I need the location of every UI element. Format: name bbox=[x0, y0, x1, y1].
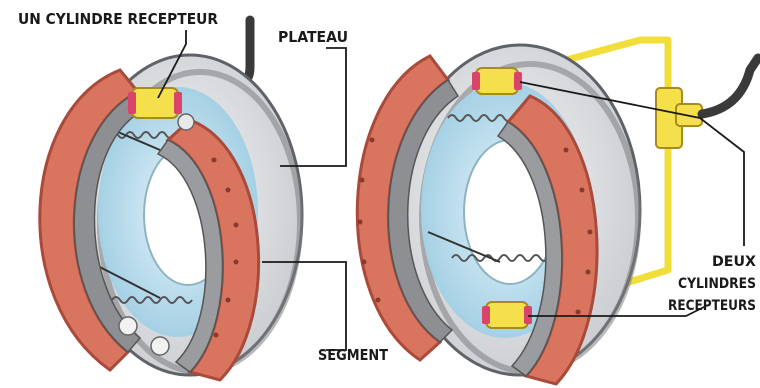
left-pivot-pin-2 bbox=[151, 337, 169, 355]
label-dual-line2: CYLINDRES bbox=[678, 276, 756, 292]
label-dual-line1: DEUX bbox=[712, 254, 756, 270]
label-dual-line3: RECEPTEURS bbox=[668, 298, 756, 314]
right-wheel-cylinder-upper bbox=[472, 68, 522, 94]
label-plateau: PLATEAU bbox=[278, 28, 348, 46]
right-brake-hose bbox=[702, 58, 758, 114]
brake-pipe-tee bbox=[656, 88, 702, 148]
right-wheel-cylinder-lower bbox=[482, 302, 532, 328]
left-pivot-pin-1 bbox=[119, 317, 137, 335]
right-brake-assembly bbox=[357, 40, 758, 384]
label-single-cylinder: UN CYLINDRE RECEPTEUR bbox=[18, 10, 219, 28]
label-segment: SEGMENT bbox=[318, 346, 389, 364]
